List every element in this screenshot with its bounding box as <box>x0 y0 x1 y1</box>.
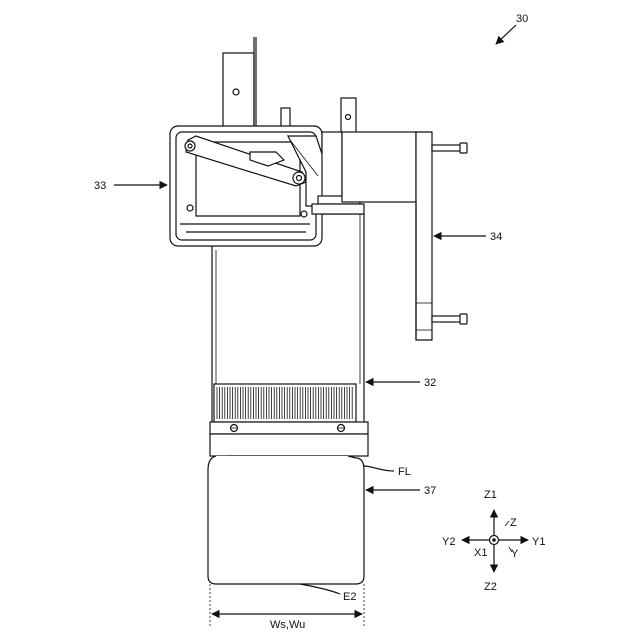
svg-text:X1: X1 <box>474 547 487 559</box>
svg-text:Y1: Y1 <box>532 536 545 548</box>
svg-text:Z1: Z1 <box>484 489 497 501</box>
svg-text:37: 37 <box>424 485 436 497</box>
svg-text:Z: Z <box>510 517 517 529</box>
finned-block <box>214 384 356 422</box>
label-flange: FL <box>364 466 411 478</box>
svg-text:32: 32 <box>424 377 436 389</box>
svg-text:Z2: Z2 <box>484 581 497 593</box>
svg-text:E2: E2 <box>343 591 356 603</box>
axes-legend: Z1 Z2 Y1 Y2 X1 Z Y <box>442 489 545 593</box>
width-label: Ws,Wu <box>270 619 305 631</box>
label-body: 32 <box>366 377 436 389</box>
svg-text:34: 34 <box>490 231 502 243</box>
label-holder: 33 <box>94 180 167 192</box>
base-block <box>210 422 368 456</box>
svg-text:Y: Y <box>511 548 519 560</box>
label-bracket: 34 <box>434 231 502 243</box>
svg-text:FL: FL <box>398 466 411 478</box>
lower-unit <box>208 456 364 584</box>
figure-number: 30 <box>516 13 528 25</box>
label-unit: 37 <box>366 485 436 497</box>
width-dimension: Ws,Wu <box>210 584 364 631</box>
svg-text:33: 33 <box>94 180 106 192</box>
svg-text:Y2: Y2 <box>442 536 455 548</box>
right-small-plate <box>341 98 356 134</box>
top-plate <box>223 37 256 129</box>
figure-number-leader <box>496 25 516 44</box>
label-edge: E2 <box>300 584 356 603</box>
